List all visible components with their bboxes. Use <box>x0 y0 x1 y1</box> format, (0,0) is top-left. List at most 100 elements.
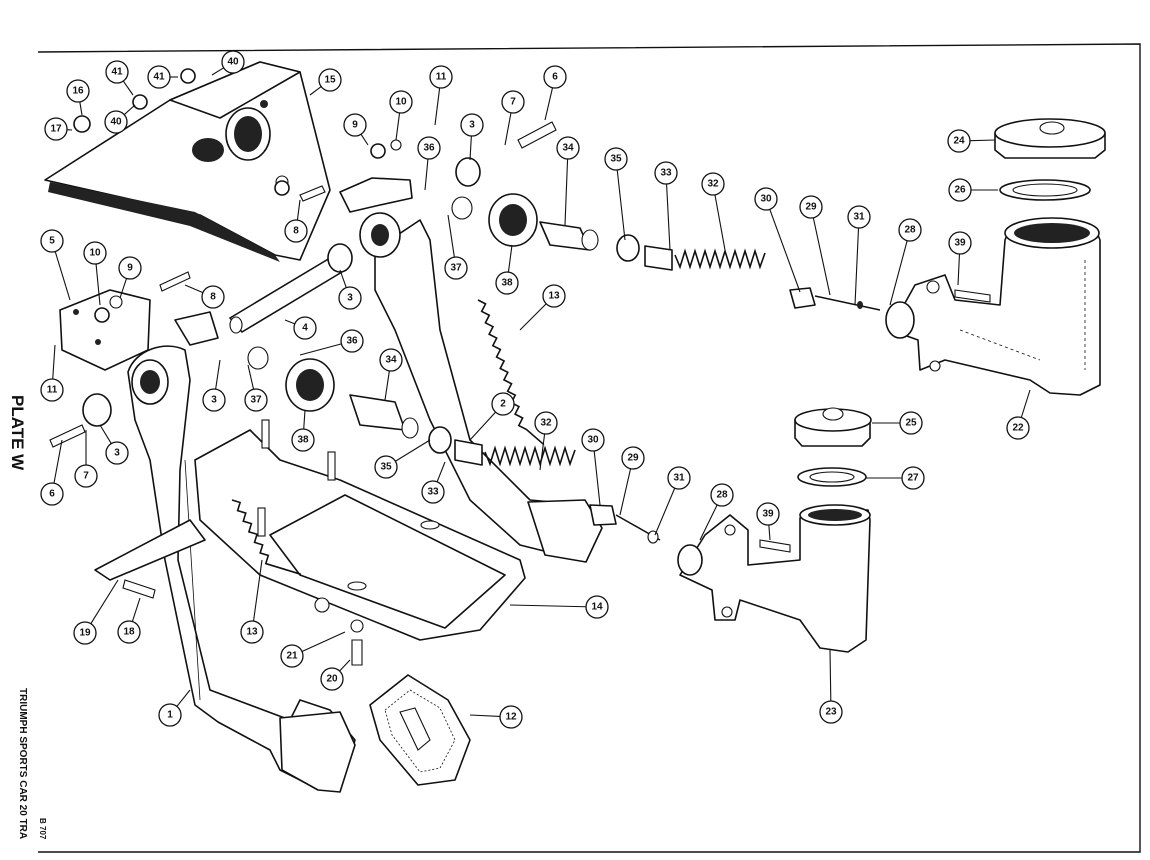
callout-label-38: 38 <box>297 435 309 446</box>
plate-title: PLATE W <box>8 395 27 471</box>
callout-circle <box>73 621 97 645</box>
upper-master-cylinder-internals <box>539 221 881 311</box>
page-border <box>37 43 1141 853</box>
callout-circle <box>340 329 364 353</box>
callout-leader-line <box>211 67 224 76</box>
callout-circle <box>819 700 843 724</box>
callout-label-34: 34 <box>562 143 574 154</box>
callout-circle <box>221 50 245 74</box>
callout-label-28: 28 <box>716 490 728 501</box>
callout-circle <box>105 441 129 465</box>
callout-circle <box>621 446 645 470</box>
callout-label-3: 3 <box>347 293 353 304</box>
callout-circle <box>1006 416 1030 440</box>
bushes <box>82 157 538 427</box>
callout-circle <box>799 195 823 219</box>
callout-circle <box>104 110 128 134</box>
return-springs <box>231 299 545 576</box>
callout-leader-line <box>184 284 204 294</box>
callout-label-39: 39 <box>762 509 774 520</box>
callout-leader-line <box>436 461 446 482</box>
callout-label-32: 32 <box>707 179 719 190</box>
callout-label-11: 11 <box>47 385 58 396</box>
callout-label-14: 14 <box>591 602 603 613</box>
callout-leader-line <box>131 597 141 622</box>
pedal-box-bracket <box>44 61 331 262</box>
callout-circle <box>585 595 609 619</box>
callout-leader-line <box>395 112 401 141</box>
callout-label-33: 33 <box>660 168 672 179</box>
callout-label-19: 19 <box>79 628 91 639</box>
callout-circle <box>501 90 525 114</box>
callout-label-10: 10 <box>395 97 407 108</box>
callout-leader-line <box>339 269 347 288</box>
callout-circle <box>948 178 972 202</box>
callout-circle <box>460 113 484 137</box>
callout-label-17: 17 <box>50 124 62 135</box>
callout-label-25: 25 <box>905 418 917 429</box>
callout-label-33: 33 <box>427 487 439 498</box>
callout-leader-line <box>469 135 472 161</box>
callout-leader-line <box>666 183 671 251</box>
callout-leader-line <box>619 468 632 516</box>
callout-label-3: 3 <box>211 395 217 406</box>
callout-circle <box>293 316 317 340</box>
callout-circle <box>284 219 308 243</box>
callout-label-29: 29 <box>805 202 817 213</box>
callout-circle <box>901 466 925 490</box>
part-callouts: 1233334566778899101011111213131415161718… <box>40 50 1031 729</box>
callout-circle <box>556 136 580 160</box>
callout-label-37: 37 <box>250 395 262 406</box>
callout-label-3: 3 <box>469 120 475 131</box>
callout-circle <box>147 65 171 89</box>
callout-leader-line <box>699 504 718 541</box>
callout-label-23: 23 <box>825 707 837 718</box>
callout-label-30: 30 <box>760 194 772 205</box>
callout-leader-line <box>299 343 342 356</box>
callout-label-30: 30 <box>587 435 599 446</box>
callout-label-12: 12 <box>505 712 517 723</box>
callout-leader-line <box>593 450 601 506</box>
callout-label-16: 16 <box>72 86 84 97</box>
callout-label-9: 9 <box>127 263 133 274</box>
callout-leader-line <box>215 359 221 390</box>
callout-leader-line <box>90 579 119 624</box>
callout-circle <box>74 464 98 488</box>
publication-title: TRIUMPH SPORTS CAR 20 TRA <box>17 688 28 839</box>
clevis-forks <box>59 177 413 371</box>
callout-leader-line <box>303 409 306 430</box>
callout-circle <box>898 218 922 242</box>
callout-label-40: 40 <box>227 57 239 68</box>
callout-circle <box>701 172 725 196</box>
callout-label-11: 11 <box>436 72 447 83</box>
callout-label-31: 31 <box>853 212 865 223</box>
callout-circle <box>948 231 972 255</box>
callout-label-38: 38 <box>501 278 513 289</box>
callout-leader-line <box>507 244 513 273</box>
callout-leader-line <box>176 689 191 707</box>
lower-master-cylinder-internals <box>349 394 661 544</box>
callout-circle <box>710 483 734 507</box>
callout-circle <box>389 90 413 114</box>
callout-leader-line <box>360 133 369 146</box>
callout-leader-line <box>616 169 626 241</box>
callout-circle <box>899 411 923 435</box>
callout-leader-line <box>122 80 134 96</box>
callout-label-8: 8 <box>293 226 299 237</box>
callout-label-5: 5 <box>49 236 55 247</box>
callout-circle <box>83 241 107 265</box>
callout-circle <box>421 480 445 504</box>
callout-leader-line <box>447 214 455 258</box>
callout-label-1: 1 <box>167 710 173 721</box>
callout-label-15: 15 <box>324 75 336 86</box>
callout-leader-line <box>284 319 295 325</box>
upper-master-cylinder <box>885 217 1101 396</box>
callout-circle <box>374 455 398 479</box>
callout-label-3: 3 <box>114 448 120 459</box>
callout-leader-line <box>714 194 726 251</box>
callout-circle <box>240 620 264 644</box>
callout-circle <box>343 113 367 137</box>
callout-label-31: 31 <box>673 473 685 484</box>
callout-label-24: 24 <box>953 136 965 147</box>
